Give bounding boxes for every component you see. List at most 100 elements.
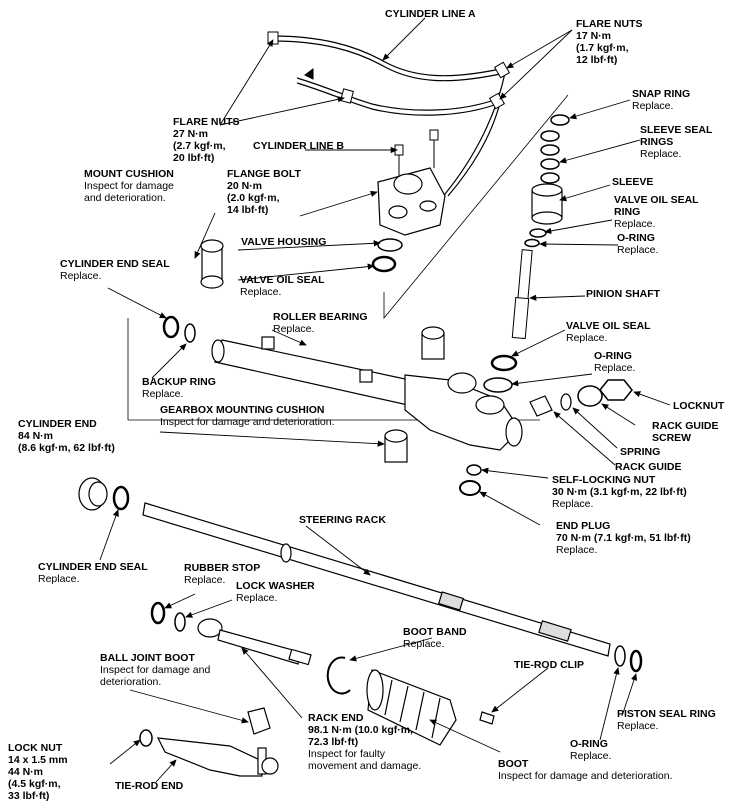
- label-end-plug: END PLUG 70 N·m (7.1 kgf·m, 51 lbf·ft) R…: [556, 520, 691, 556]
- label-title: SCREW: [652, 432, 692, 444]
- rack-guide-screw-part: [577, 385, 603, 407]
- label-note: Replace.: [403, 638, 445, 650]
- valve-oil-seal-left: [371, 255, 397, 273]
- label-spec: 30 N·m (3.1 kgf·m, 22 lbf·ft): [552, 486, 687, 498]
- label-note: Replace.: [236, 592, 278, 604]
- ball-joint-boot-part: [247, 707, 271, 735]
- label-note: Inspect for damage and: [100, 664, 211, 676]
- label-title: FLANGE BOLT: [227, 168, 301, 180]
- label-pinion-shaft: PINION SHAFT: [586, 288, 660, 300]
- label-title: CYLINDER LINE A: [385, 8, 476, 20]
- label-title: GEARBOX MOUNTING CUSHION: [160, 404, 325, 416]
- label-spec: 17 N·m: [576, 30, 612, 42]
- label-title: LOCK NUT: [8, 742, 63, 754]
- label-cylinder-line-b: CYLINDER LINE B: [253, 140, 344, 152]
- label-snap-ring: SNAP RING Replace.: [632, 88, 690, 112]
- label-spec: (8.6 kgf·m, 62 lbf·ft): [18, 442, 115, 454]
- label-title: RUBBER STOP: [184, 562, 261, 574]
- lock-washer-part: [174, 612, 186, 632]
- gearbox-housing: [211, 336, 523, 451]
- label-lock-nut: LOCK NUT 14 x 1.5 mm 44 N·m (4.5 kgf·m, …: [8, 742, 68, 802]
- label-title: END PLUG: [556, 520, 611, 532]
- cylinder-end-seal-bottom-part: [112, 485, 130, 511]
- label-spec: (2.0 kgf·m,: [227, 192, 280, 204]
- spring-part: [560, 393, 572, 411]
- label-note: Replace.: [617, 720, 659, 732]
- label-spec: 20 lbf·ft): [173, 152, 215, 164]
- label-title: SPRING: [620, 446, 661, 458]
- label-sleeve-seal-rings: SLEEVE SEAL RINGS Replace.: [640, 124, 712, 160]
- end-plug-part: [459, 480, 481, 496]
- label-title: SELF-LOCKING NUT: [552, 474, 656, 486]
- locknut-part: [599, 379, 633, 401]
- label-title: RING: [614, 206, 641, 218]
- label-title: LOCKNUT: [673, 400, 725, 412]
- label-o-ring-top: O-RING Replace.: [617, 232, 658, 256]
- label-spring: SPRING: [620, 446, 660, 458]
- label-title: RACK END: [308, 712, 364, 724]
- label-cylinder-end-seal-bottom: CYLINDER END SEAL Replace.: [38, 561, 148, 585]
- label-title: CYLINDER END SEAL: [38, 561, 148, 573]
- cylinder-end-seal-top-part: [162, 315, 180, 339]
- label-title: BOOT: [498, 758, 529, 770]
- label-title: TIE-ROD END: [115, 780, 184, 792]
- label-note: Replace.: [184, 574, 226, 586]
- label-note: Replace.: [632, 100, 674, 112]
- label-title: VALVE OIL SEAL: [614, 194, 699, 206]
- label-title: TIE-ROD CLIP: [514, 659, 584, 671]
- label-note: Inspect for damage: [84, 180, 174, 192]
- label-lock-washer: LOCK WASHER Replace.: [236, 580, 315, 604]
- label-spec: 98.1 N·m (10.0 kgf·m,: [308, 724, 414, 736]
- label-flare-nuts-left: FLARE NUTS 27 N·m (2.7 kgf·m, 20 lbf·ft): [173, 116, 240, 164]
- label-boot: BOOT Inspect for damage and deterioratio…: [498, 758, 673, 782]
- sleeve: [531, 183, 563, 225]
- label-title: VALVE OIL SEAL: [566, 320, 651, 332]
- label-title: RACK GUIDE: [615, 461, 682, 473]
- valve-housing: [377, 167, 446, 236]
- cylinder-line-b: [296, 72, 506, 201]
- label-note: movement and damage.: [308, 760, 422, 772]
- label-note: Replace.: [556, 544, 598, 556]
- label-valve-housing: VALVE HOUSING: [241, 236, 326, 248]
- label-backup-ring: BACKUP RING Replace.: [142, 376, 216, 400]
- steering-rack: [142, 502, 611, 657]
- label-valve-oil-seal-right: VALVE OIL SEAL Replace.: [566, 320, 651, 344]
- rack-guide-part: [529, 395, 553, 417]
- label-note: deterioration.: [100, 676, 162, 688]
- o-ring-bottom-part: [614, 645, 626, 667]
- label-note: Replace.: [38, 573, 80, 585]
- label-title: LOCK WASHER: [236, 580, 315, 592]
- cylinder-line-a: [271, 35, 506, 82]
- label-note: Replace.: [566, 332, 608, 344]
- label-note: Replace.: [60, 270, 102, 282]
- label-valve-oil-seal-ring: VALVE OIL SEAL RING Replace.: [614, 194, 699, 230]
- cylinder-end-part: [78, 477, 108, 511]
- lock-nut-part: [139, 729, 153, 747]
- label-title: O-RING: [570, 738, 608, 750]
- label-spec: 27 N·m: [173, 128, 209, 140]
- label-note: Inspect for damage and deterioration.: [160, 416, 335, 428]
- label-title: CYLINDER LINE B: [253, 140, 345, 152]
- assembly-bracket: [127, 94, 569, 421]
- tie-rod-clip-part: [479, 711, 495, 725]
- label-spec: (4.5 kgf·m,: [8, 778, 61, 790]
- label-ball-joint-boot: BALL JOINT BOOT Inspect for damage and d…: [100, 652, 210, 688]
- valve-oil-seal-ring-right: [529, 228, 547, 238]
- label-cylinder-end-seal-top: CYLINDER END SEAL Replace.: [60, 258, 170, 282]
- label-spec: (2.7 kgf·m,: [173, 140, 226, 152]
- label-title: BACKUP RING: [142, 376, 216, 388]
- label-title: O-RING: [594, 350, 632, 362]
- label-title: VALVE OIL SEAL: [240, 274, 325, 286]
- label-title: BALL JOINT BOOT: [100, 652, 195, 664]
- gearbox-mounting-cushions: [384, 326, 445, 463]
- label-title: SNAP RING: [632, 88, 691, 100]
- backup-ring-part: [184, 323, 196, 343]
- label-title: SLEEVE: [612, 176, 654, 188]
- label-note: Replace.: [142, 388, 184, 400]
- valve-oil-seal-right-part: [490, 354, 518, 372]
- piston-seal-ring-part: [629, 649, 643, 673]
- o-ring-mid-part: [483, 377, 513, 393]
- label-piston-seal-ring: PISTON SEAL RING Replace.: [617, 708, 716, 732]
- label-note: Replace.: [640, 148, 682, 160]
